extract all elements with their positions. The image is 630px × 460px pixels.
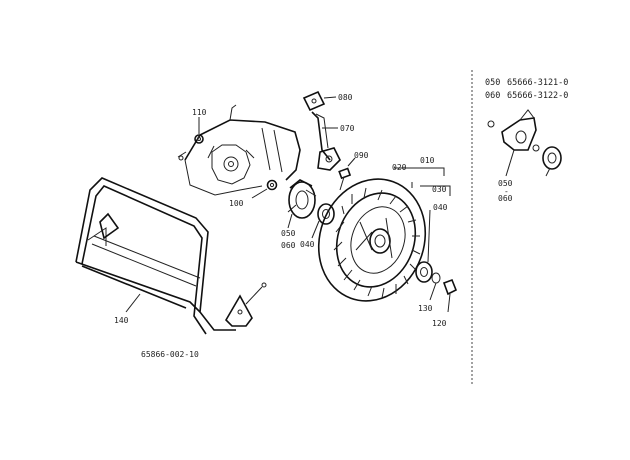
callout-120: 120 (432, 319, 447, 328)
callout-060-left: 060 (281, 241, 296, 250)
callout-080: 080 (338, 93, 353, 102)
part-070-arm (311, 111, 341, 171)
callout-050-right: 050 (498, 179, 513, 188)
alt-row1-code: 65666-3121-0 (507, 78, 568, 88)
part-040-bearing (311, 203, 335, 239)
callout-070: 070 (340, 124, 355, 133)
callout-040-left: 040 (300, 240, 315, 249)
group-brackets (394, 167, 451, 196)
part-080-knob (302, 90, 337, 112)
part-020-wheel (317, 178, 427, 302)
part-140-bumper (75, 177, 236, 335)
part-050-hub (287, 179, 317, 229)
callout-010: 010 (420, 156, 435, 165)
part-120-bolt (442, 278, 458, 313)
part-040-bearing-right (415, 209, 433, 283)
callout-090: 090 (354, 151, 369, 160)
callout-130: 130 (418, 304, 433, 313)
callout-140: 140 (114, 316, 129, 325)
alt-hub-detail (487, 109, 562, 177)
callout-110: 110 (192, 108, 207, 117)
bumper-mount (224, 282, 267, 327)
callout-050-left: 050 (281, 229, 296, 238)
footnote-drawing-number: 65866-002-10 (141, 350, 199, 359)
part-130-washer (429, 272, 441, 301)
alt-row2-code: 65666-3122-0 (507, 91, 568, 101)
callout-060-right: 060 (498, 194, 513, 203)
callout-030: 030 (432, 185, 447, 194)
callout-100: 100 (229, 199, 244, 208)
part-100-bolt (251, 179, 278, 199)
part-110-nut (177, 117, 204, 161)
callout-020: 020 (392, 163, 407, 172)
alt-row1-number: 050 (485, 78, 500, 88)
callout-040-right: 040 (433, 203, 448, 212)
callout-dash: - (504, 187, 509, 196)
mower-housing (184, 104, 301, 196)
part-090-bolt (338, 157, 356, 191)
alt-row2-number: 060 (485, 91, 500, 101)
